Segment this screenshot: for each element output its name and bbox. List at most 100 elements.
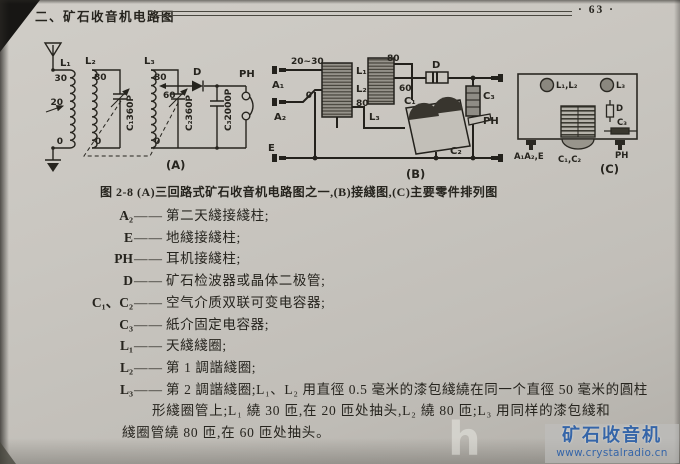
ground-wire [45, 147, 70, 161]
coil-l1-symbol [69, 69, 76, 149]
label-l3-b: L₃ [369, 112, 380, 123]
component-term: L₁ [119, 338, 133, 354]
chapter-header: 二、矿石收音机电路图 [35, 10, 176, 24]
list-row: C₁、C₂——空气介质双联可变电容器; [85, 292, 648, 314]
wire-l3-top [394, 63, 413, 100]
label-d-a: D [193, 67, 201, 78]
label-c2-b: C₂ [450, 146, 462, 157]
coil-l3-top [599, 77, 615, 93]
label-l3-a: L₃ [144, 56, 155, 67]
component-desc: 天綫綫圈; [166, 338, 227, 354]
label-l3-tap: 60 [163, 91, 176, 101]
label-c1-b: C₁ [404, 96, 416, 107]
page-edge-right [674, 0, 680, 464]
diode-icon [192, 80, 246, 92]
component-desc: 第 1 調諧綫圈; [166, 359, 257, 375]
wire-coil-to-cap [336, 106, 405, 129]
site-watermark: 矿石收音机 www.crystalradio.cn [545, 424, 679, 463]
label-c1-a: C₁360P [126, 95, 136, 131]
dash: —— [134, 229, 163, 245]
component-desc: 第二天綫接綫柱; [166, 208, 270, 223]
list-row: E——地綫接綫柱; [85, 227, 648, 249]
capacitor-c3 [210, 84, 224, 150]
label-l3-top-b: 80 [387, 54, 400, 64]
variable-capacitor-c1 [92, 69, 130, 149]
label-l1-b: L₁ [356, 66, 367, 77]
component-desc: 地綫接綫柱; [166, 229, 241, 245]
dash: —— [134, 316, 163, 332]
component-term: C₃ [119, 316, 133, 332]
dash: —— [134, 294, 163, 310]
schematic-a: L₁ 30 20 0 L₂ 80 0 C₁360P L₃ 80 60 0 C₂3… [43, 42, 255, 172]
diode-body [425, 71, 449, 84]
figure-caption: 图 2-8 (A)三回路式矿石收音机电路图之一,(B)接綫图,(C)主要零件排列… [100, 185, 498, 199]
component-desc: 空气介质双联可变电容器; [166, 294, 326, 310]
label-c3-c: C₃ [617, 118, 627, 128]
label-ph-a: PH [239, 69, 255, 80]
gang-capacitor-body [405, 96, 492, 158]
label-coil3-c: L₃ [616, 81, 625, 91]
component-term: PH [114, 251, 133, 267]
dash: —— [134, 338, 163, 354]
earphone-icon [241, 86, 254, 148]
list-row: D——矿石检波器或晶体二极管; [85, 270, 648, 292]
label-l2-top: 80 [94, 73, 107, 83]
gang-link-dashed [83, 100, 180, 157]
layout-posts [526, 140, 625, 150]
page-number: · 63 · [578, 4, 615, 16]
wire-a2 [286, 89, 322, 103]
wiring-b: A₁ A₂ E 20~30 0 L₁ L₂ 80 80 60 L₃ D C₁ C… [268, 54, 503, 181]
label-tap-range: 20~30 [291, 57, 324, 67]
list-row: C₃——紙介固定电容器; [85, 314, 648, 336]
dash: —— [134, 251, 163, 267]
label-a1: A₁ [272, 80, 284, 91]
coil-l1l2-body [321, 62, 353, 118]
label-l2-b: L₂ [356, 84, 367, 95]
label-ph-b: PH [483, 116, 499, 127]
component-list: A₂——第二天綫接綫柱; E——地綫接綫柱; PH——耳机接綫柱; D——矿石检… [85, 205, 648, 444]
label-posts-left-c: A₁A₂,E [514, 152, 544, 162]
binding-posts-left [272, 66, 286, 162]
component-desc: 第 2 調諧綫圈;L₁、L₂ 用直徑 0.5 毫米的漆包綫繞在同一个直徑 50 … [166, 381, 648, 397]
list-row: L₁——天綫綫圈; [85, 335, 648, 357]
label-l3-top: 80 [154, 73, 167, 83]
circuit-figure: L₁ 30 20 0 L₂ 80 0 C₁360P L₃ 80 60 0 C₂3… [43, 42, 638, 181]
diode-c [605, 100, 615, 122]
watermark-title: 矿石收音机 [562, 425, 662, 446]
junction-dot [51, 146, 55, 150]
label-c3-a: C₃2000P [224, 88, 234, 131]
tuning-dial [561, 138, 595, 150]
label-l3-tap-b: 60 [399, 84, 412, 94]
label-ph-c: PH [615, 151, 628, 161]
coil-l1l2-top [539, 77, 555, 93]
component-desc: 紙介固定电容器; [166, 316, 270, 332]
label-l1-a: L₁ [60, 58, 71, 69]
component-term: A₂ [119, 208, 133, 223]
label-l3-bot: 0 [154, 137, 160, 147]
ghost-watermark: h [448, 412, 481, 464]
label-sub-b: (B) [406, 167, 425, 181]
label-l2-a: L₂ [85, 56, 96, 67]
antenna-icon [43, 42, 63, 72]
list-continuation: 形綫圈管上;L₁ 繞 30 匝,在 20 匝处抽头,L₂ 繞 80 匝;L₃ 用… [152, 403, 611, 419]
label-d-c: D [616, 104, 623, 114]
label-d-b: D [432, 60, 440, 71]
component-desc: 矿石检波器或晶体二极管; [166, 273, 326, 289]
label-l1-top: 30 [54, 74, 67, 84]
tap-arrow [45, 105, 65, 113]
coil-l2-symbol [91, 69, 98, 149]
layout-c: L₁,L₂ L₃ D C₃ A₁A₂,E C₁,C₂ PH (C) [514, 73, 638, 176]
gang-capacitor-top [560, 105, 596, 138]
component-term: D [123, 273, 133, 289]
page-edge-left [0, 0, 9, 464]
label-cap-c: C₁,C₂ [558, 155, 581, 165]
label-c3-b: C₃ [483, 91, 495, 102]
dash: —— [134, 359, 163, 375]
label-coils12-c: L₁,L₂ [556, 81, 578, 91]
list-row: A₂——第二天綫接綫柱; [85, 205, 648, 227]
component-term: E [123, 229, 133, 245]
list-row: PH——耳机接綫柱; [85, 248, 648, 270]
label-l2-end: 80 [356, 99, 369, 109]
binding-posts-right [491, 74, 503, 162]
component-term: L₂ [119, 359, 133, 375]
